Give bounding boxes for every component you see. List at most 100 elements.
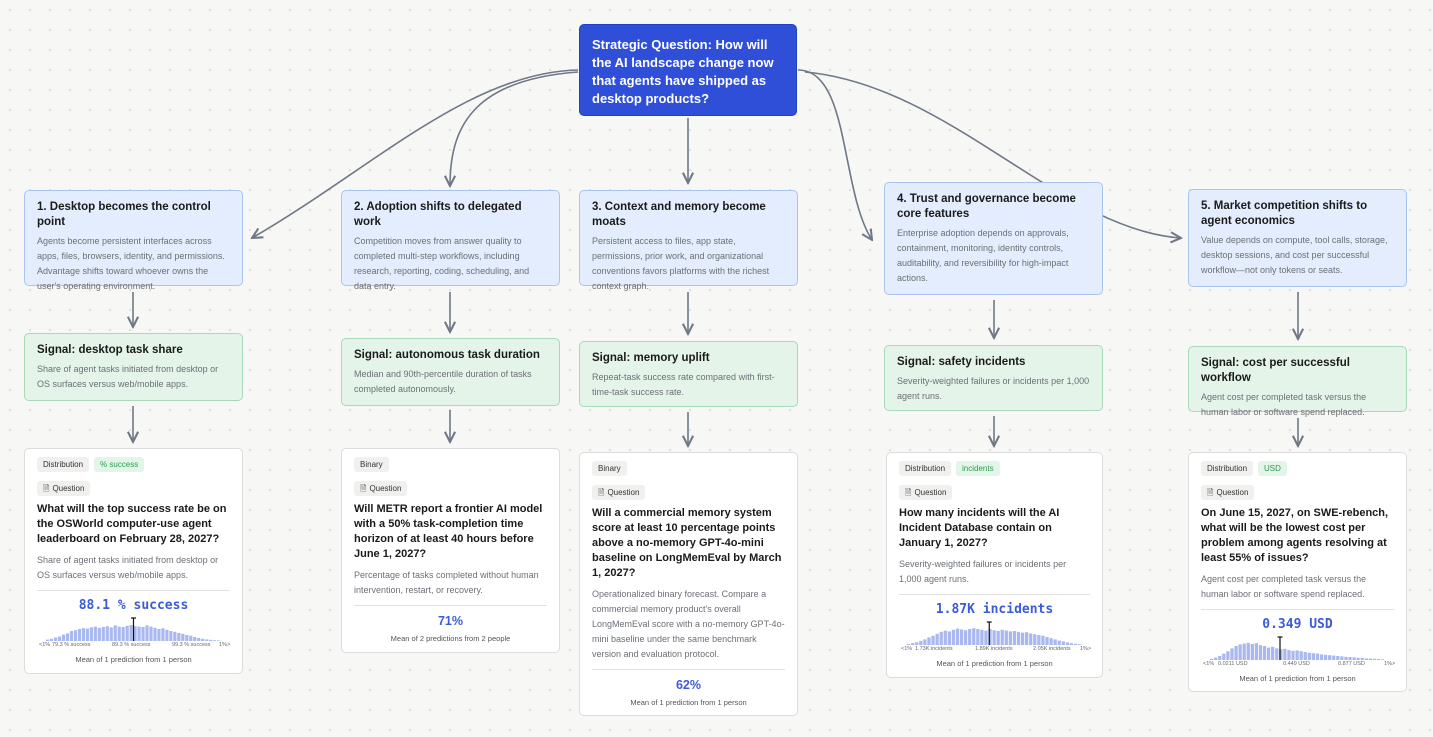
theme-node-context-memory[interactable]: 3. Context and memory become moats Persi…	[579, 190, 798, 291]
theme-node-desktop-control-point[interactable]: 1. Desktop becomes the control point Age…	[24, 190, 243, 291]
strategic-question-node[interactable]: Strategic Question: How will the AI land…	[579, 24, 797, 116]
histogram-bar	[53, 637, 58, 641]
question-card-osworld[interactable]: Distribution % success 🗎Question What wi…	[24, 448, 243, 674]
histogram-bar	[121, 627, 125, 641]
divider	[37, 590, 230, 591]
histogram-bar	[49, 638, 54, 641]
prediction-summary: Mean of 1 prediction from 1 person	[1239, 674, 1356, 683]
histogram-bar	[951, 629, 956, 645]
histogram-bar	[173, 631, 177, 641]
histogram-bar	[85, 628, 89, 641]
histogram-bar	[205, 639, 209, 641]
histogram-bar	[177, 633, 181, 641]
question-card-swe-rebench[interactable]: Distribution USD 🗎Question On June 15, 2…	[1188, 452, 1407, 692]
connector-root-theme-4	[797, 69, 872, 240]
axis-mid: 89.3 % success	[112, 642, 151, 648]
question-label: Question	[607, 488, 640, 497]
question-title: What will the top success rate be on the…	[37, 503, 227, 545]
histogram-bar	[105, 626, 109, 641]
theme-node-agent-economics[interactable]: 5. Market competition shifts to agent ec…	[1188, 189, 1407, 287]
divider	[592, 669, 785, 670]
histogram-bar	[1315, 653, 1320, 660]
histogram-bar	[77, 629, 81, 641]
forecast-histogram	[1210, 636, 1385, 660]
histogram-bar	[1319, 654, 1324, 660]
theme-node-trust-governance[interactable]: 4. Trust and governance become core feat…	[884, 182, 1103, 295]
histogram-bar	[1254, 643, 1259, 660]
axis-high: 0.877 USD	[1338, 661, 1365, 667]
histogram-bar	[1344, 656, 1348, 660]
signal-description: Agent cost per completed task versus the…	[1201, 392, 1367, 417]
histogram-bar	[1049, 638, 1053, 645]
histogram-bar	[911, 643, 915, 645]
histogram-bar	[1376, 659, 1381, 660]
histogram-bar	[1226, 651, 1230, 660]
histogram-bar	[1250, 644, 1254, 660]
axis-lower-tail: <1%	[901, 646, 913, 652]
theme-title: 3. Context and memory become moats	[592, 201, 766, 228]
histogram-bar	[968, 629, 972, 645]
axis-upper-tail: 1%>	[1080, 646, 1092, 652]
signal-node-desktop-task-share[interactable]: Signal: desktop task share Share of agen…	[24, 333, 243, 401]
histogram-bar	[165, 629, 169, 641]
histogram-bar	[1000, 629, 1004, 645]
signal-description: Severity-weighted failures or incidents …	[897, 376, 1090, 401]
question-label: Question	[369, 484, 402, 493]
forecast-value: 88.1 % success	[78, 598, 189, 613]
document-icon: 🗎	[43, 484, 50, 493]
histogram-bar	[1041, 635, 1045, 645]
theme-description: Enterprise adoption depends on approvals…	[897, 228, 1069, 283]
histogram-axis: <1% 1.73K incidents 1.89K incidents 2.05…	[899, 645, 1092, 655]
axis-low: 1.73K incidents	[915, 646, 953, 652]
histogram-bar	[137, 626, 141, 641]
question-title: Will METR report a frontier AI model wit…	[354, 503, 543, 560]
document-icon: 🗎	[1207, 488, 1214, 497]
signal-node-memory-uplift[interactable]: Signal: memory uplift Repeat-task succes…	[579, 341, 798, 407]
histogram-bar	[181, 633, 185, 641]
histogram-bar	[1299, 651, 1303, 660]
histogram-bar	[193, 637, 197, 641]
signal-description: Median and 90th-percentile duration of t…	[354, 369, 532, 394]
forecast-value: 0.349 USD	[1262, 617, 1333, 632]
question-card-metr[interactable]: Binary 🗎Question Will METR report a fron…	[341, 448, 560, 653]
histogram-bar	[1025, 632, 1029, 645]
signal-title: Signal: memory uplift	[592, 352, 710, 364]
histogram-bar	[1283, 648, 1287, 660]
signal-title: Signal: cost per successful workflow	[1201, 357, 1350, 384]
signal-title: Signal: autonomous task duration	[354, 349, 540, 361]
histogram-bar	[1246, 642, 1250, 660]
histogram-bar	[1336, 656, 1340, 660]
histogram-axis: <1% 79.3 % success 89.3 % success 99.3 %…	[37, 641, 230, 651]
histogram-bar	[101, 627, 105, 641]
histogram-bar	[185, 635, 189, 641]
theme-node-delegated-work[interactable]: 2. Adoption shifts to delegated work Com…	[341, 190, 560, 291]
question-description: Severity-weighted failures or incidents …	[899, 559, 1067, 584]
histogram-bar	[984, 630, 988, 645]
histogram-bar	[1008, 631, 1013, 645]
question-description: Percentage of tasks completed without hu…	[354, 570, 539, 595]
histogram-bar	[1323, 654, 1328, 660]
question-card-longmemeval[interactable]: Binary 🗎Question Will a commercial memor…	[579, 452, 798, 716]
histogram-bar	[1218, 656, 1222, 660]
histogram-bar	[996, 631, 1000, 645]
histogram-bar	[1210, 658, 1214, 660]
histogram-bar	[189, 635, 193, 641]
question-label-tag: 🗎Question	[592, 485, 646, 500]
signal-title: Signal: safety incidents	[897, 356, 1026, 368]
histogram-bar	[209, 639, 213, 641]
signal-node-autonomous-duration[interactable]: Signal: autonomous task duration Median …	[341, 338, 560, 406]
signal-node-cost-per-workflow[interactable]: Signal: cost per successful workflow Age…	[1188, 346, 1407, 417]
question-label: Question	[1216, 488, 1249, 497]
axis-low: 79.3 % success	[52, 642, 91, 648]
histogram-bar	[1069, 643, 1074, 645]
histogram-bar	[1340, 656, 1344, 660]
histogram-bar	[955, 628, 960, 645]
signal-node-safety-incidents[interactable]: Signal: safety incidents Severity-weight…	[884, 345, 1103, 411]
question-type-tag: Binary	[354, 457, 389, 472]
question-label-tag: 🗎Question	[1201, 485, 1255, 500]
forecast-probability: 62%	[675, 678, 702, 692]
axis-high: 99.3 % success	[172, 642, 211, 648]
histogram-bar	[1012, 631, 1017, 645]
histogram-bar	[959, 629, 964, 645]
question-card-ai-incident-database[interactable]: Distribution incidents 🗎Question How man…	[886, 452, 1103, 678]
